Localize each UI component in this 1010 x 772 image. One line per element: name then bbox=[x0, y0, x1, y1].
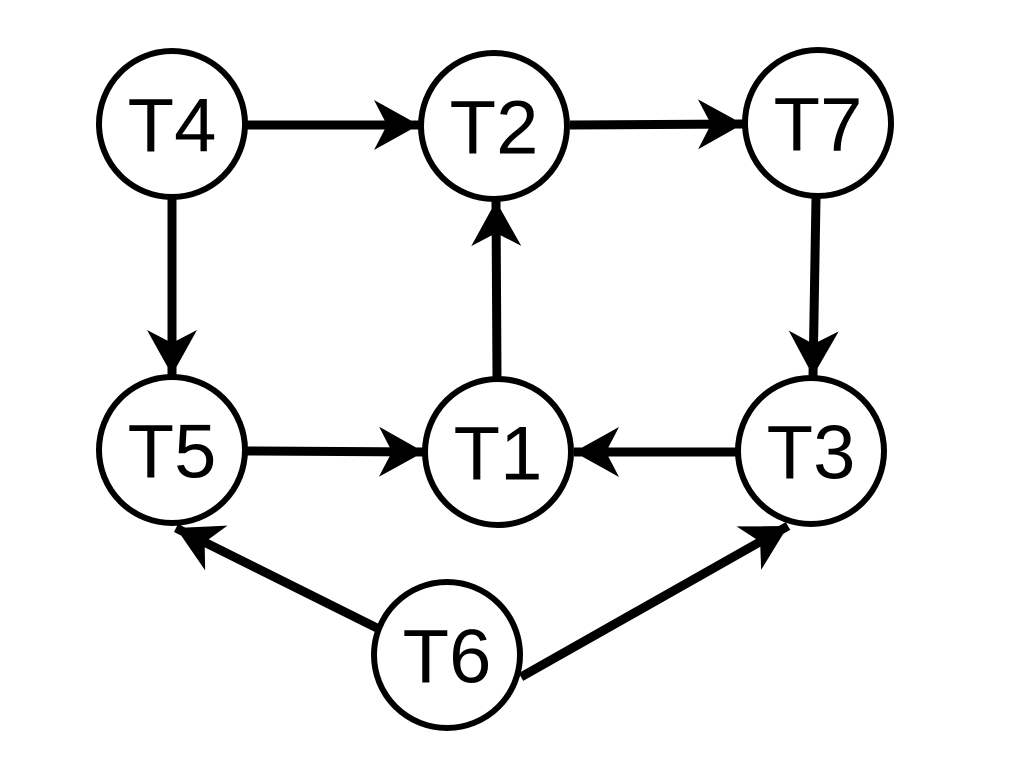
edge-T2-to-T7 bbox=[569, 99, 744, 150]
node-circle-T4 bbox=[96, 48, 248, 200]
node-T6: T6 bbox=[371, 579, 523, 731]
node-T4: T4 bbox=[96, 48, 248, 200]
edge-T6-to-T3 bbox=[518, 522, 791, 681]
node-circle-T7 bbox=[742, 47, 894, 199]
node-T7: T7 bbox=[742, 47, 894, 199]
node-T3: T3 bbox=[735, 375, 887, 527]
node-label-T5: T5 bbox=[128, 409, 217, 494]
node-circle-T6 bbox=[371, 579, 523, 731]
node-label-T7: T7 bbox=[774, 82, 863, 167]
node-circle-T1 bbox=[422, 376, 574, 528]
node-label-T2: T2 bbox=[450, 85, 539, 170]
node-label-T1: T1 bbox=[454, 411, 543, 496]
edges-layer bbox=[147, 99, 839, 681]
edge-T6-to-T5 bbox=[173, 523, 380, 633]
node-T5: T5 bbox=[96, 374, 248, 526]
node-T2: T2 bbox=[418, 50, 570, 202]
node-label-T6: T6 bbox=[403, 614, 492, 699]
edge-T5-to-T1 bbox=[246, 426, 425, 477]
edge-T7-to-T3 bbox=[788, 197, 839, 377]
node-circle-T2 bbox=[418, 50, 570, 202]
node-circle-T3 bbox=[735, 375, 887, 527]
edge-T1-to-T2 bbox=[471, 200, 522, 379]
node-label-T3: T3 bbox=[767, 410, 856, 495]
node-T1: T1 bbox=[422, 376, 574, 528]
node-label-T4: T4 bbox=[128, 83, 217, 168]
node-circle-T5 bbox=[96, 374, 248, 526]
